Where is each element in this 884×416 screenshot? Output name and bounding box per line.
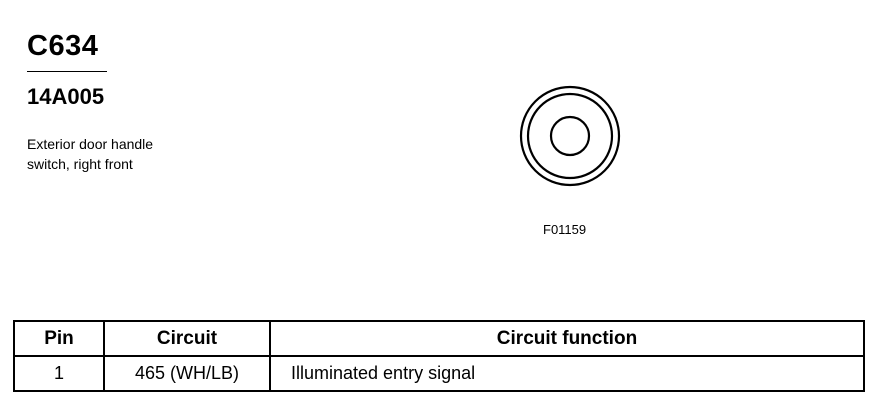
connector-description: Exterior door handle switch, right front (27, 134, 217, 174)
header-circuit-function: Circuit function (269, 320, 865, 357)
cell-circuit: 465 (WH/LB) (103, 355, 271, 392)
connector-face-diagram (519, 85, 621, 187)
connector-inner-ring (526, 92, 614, 180)
pinout-header-row: Pin Circuit Circuit function (13, 320, 865, 357)
description-line-1: Exterior door handle (27, 136, 154, 152)
header-pin: Pin (13, 320, 105, 357)
header-circuit: Circuit (103, 320, 271, 357)
title-underline (27, 71, 107, 72)
connector-outer-ring (519, 85, 621, 187)
cell-pin: 1 (13, 355, 105, 392)
description-line-2: switch, right front (27, 156, 133, 172)
pinout-table: Pin Circuit Circuit function 1 465 (WH/L… (13, 320, 865, 392)
figure-reference: F01159 (543, 222, 587, 237)
connector-id: C634 (27, 30, 99, 62)
connector-terminal (549, 115, 591, 157)
part-number: 14A005 (27, 84, 105, 109)
table-row: 1 465 (WH/LB) Illuminated entry signal (13, 355, 865, 392)
cell-circuit-function: Illuminated entry signal (269, 355, 865, 392)
